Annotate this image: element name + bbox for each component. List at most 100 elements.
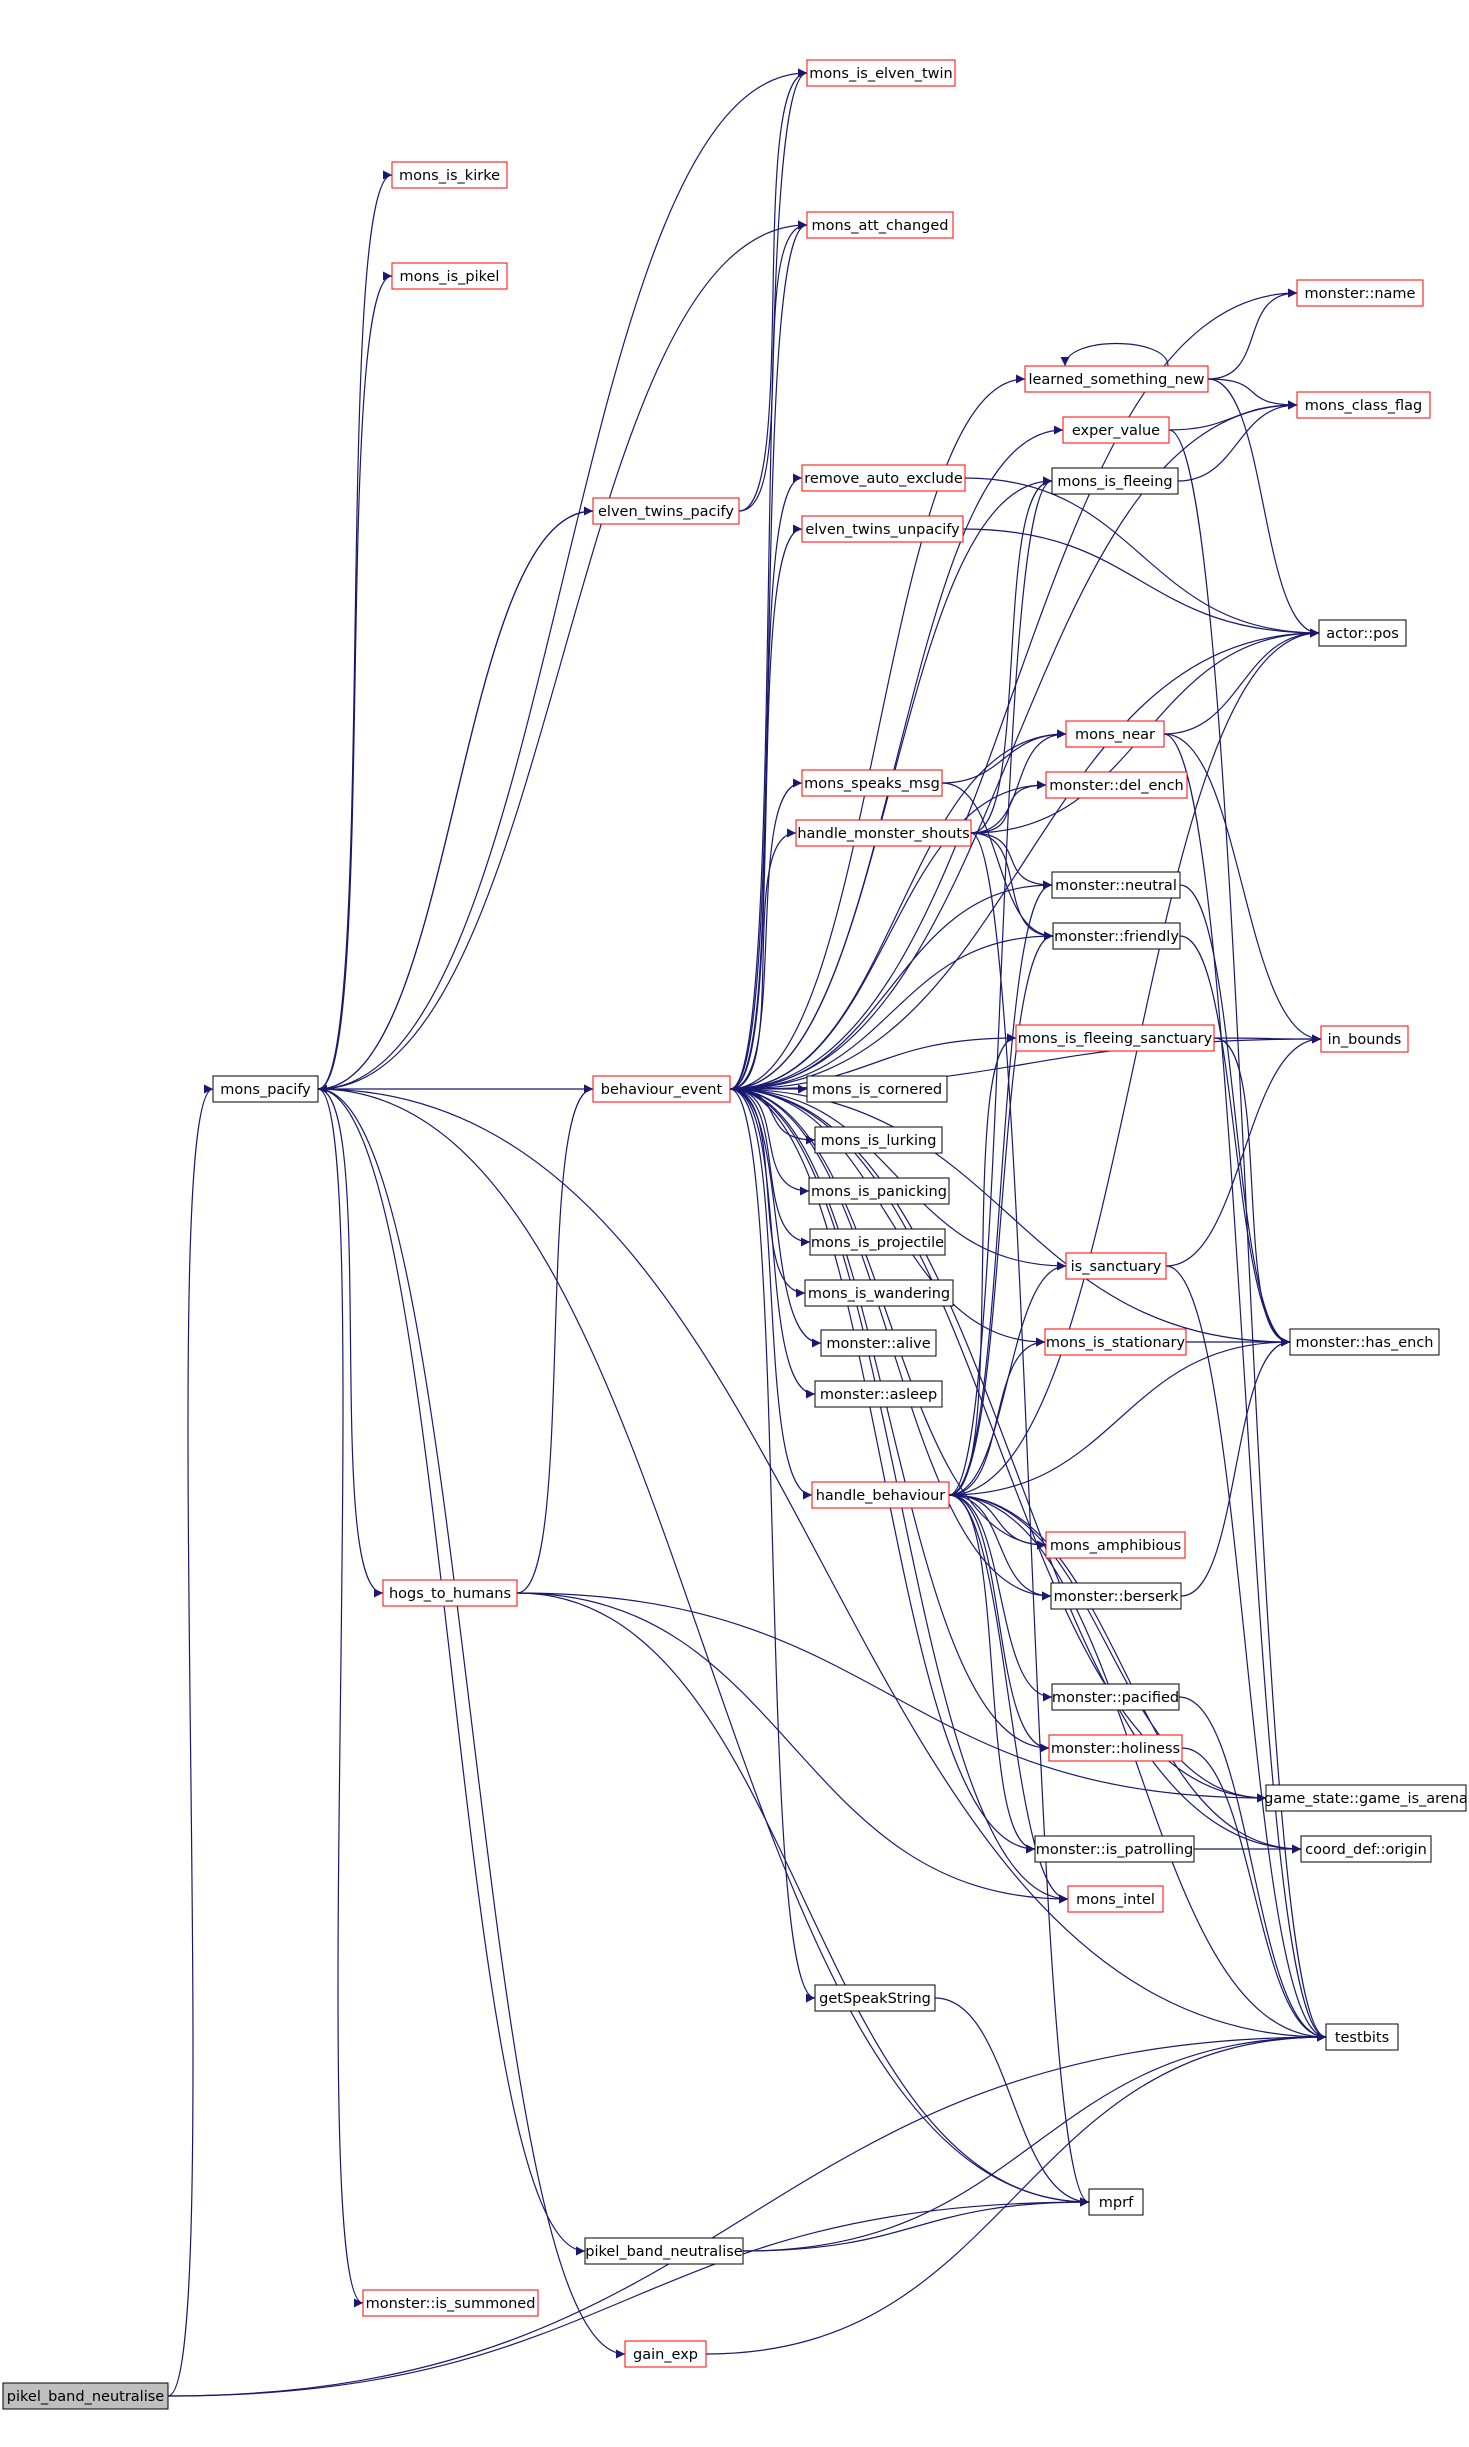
node-testbits: testbits	[1325, 2023, 1399, 2051]
node-mons-is-elven-twin[interactable]: mons_is_elven_twin	[806, 59, 956, 87]
node-label: mons_intel	[1076, 1892, 1155, 1908]
node-monster-pacified: monster::pacified	[1051, 1683, 1180, 1711]
node-box	[1024, 365, 1209, 393]
node-root: pikel_band_neutralise	[2, 2382, 169, 2410]
node-elven-twins-unpacify[interactable]: elven_twins_unpacify	[801, 515, 964, 543]
edge-behaviour-event-to-handle-behaviour	[729, 1088, 813, 1500]
node-label: monster::name	[1305, 286, 1416, 302]
edge-mons-pacify-to-mons-is-pikel	[317, 271, 393, 1090]
node-mons-is-pikel[interactable]: mons_is_pikel	[391, 262, 508, 290]
node-label: elven_twins_pacify	[598, 504, 734, 520]
node-label: monster::berserk	[1054, 1589, 1179, 1605]
edge-root-to-mons-pacify	[167, 1084, 214, 2397]
node-monster-neutral: monster::neutral	[1051, 871, 1181, 899]
edge-mons-pacify-to-mons-is-elven-twin	[317, 68, 808, 1090]
edge-behaviour-event-to-mons-is-projectile	[729, 1088, 811, 1247]
edge-behaviour-event-to-mons-amphibious	[729, 1088, 1047, 1550]
node-box	[808, 1177, 950, 1205]
node-box	[1065, 720, 1165, 748]
node-mons-intel[interactable]: mons_intel	[1067, 1885, 1164, 1913]
node-box	[1320, 1025, 1409, 1053]
node-box	[1067, 1885, 1164, 1913]
node-is-sanctuary[interactable]: is_sanctuary	[1065, 1252, 1167, 1280]
node-mons-near[interactable]: mons_near	[1065, 720, 1165, 748]
node-box	[1062, 416, 1170, 444]
edge-behaviour-event-to-monster-name	[729, 288, 1298, 1090]
edge-mons-pacify-to-pikel-band-neutralise2	[317, 1088, 586, 2256]
node-monster-name[interactable]: monster::name	[1296, 279, 1424, 307]
node-monster-del-ench[interactable]: monster::del_ench	[1045, 771, 1188, 799]
node-label: mons_is_fleeing_sanctuary	[1018, 1031, 1213, 1047]
node-label: behaviour_event	[601, 1082, 723, 1098]
node-mons-att-changed[interactable]: mons_att_changed	[806, 211, 954, 239]
node-label: mons_is_kirke	[399, 168, 500, 184]
node-in-bounds[interactable]: in_bounds	[1320, 1025, 1409, 1053]
edge-mons-is-fleeing-to-mons-class-flag	[1177, 400, 1298, 482]
node-mons-is-stationary[interactable]: mons_is_stationary	[1044, 1328, 1187, 1356]
node-box	[1044, 1328, 1187, 1356]
edge-behaviour-event-to-mons-is-fleeing-sanctuary	[729, 1033, 1017, 1090]
node-box	[1325, 2023, 1399, 2051]
node-box	[801, 769, 943, 797]
edge-learned-something-new-to-actor-pos	[1207, 378, 1320, 638]
node-learned-something-new[interactable]: learned_something_new	[1024, 365, 1209, 393]
node-label: mons_is_projectile	[811, 1235, 944, 1251]
node-monster-friendly: monster::friendly	[1052, 922, 1181, 950]
node-box	[811, 1481, 950, 1509]
node-hogs-to-humans[interactable]: hogs_to_humans	[382, 1579, 518, 1607]
node-label: gain_exp	[633, 2347, 698, 2363]
edge-monster-berserk-to-monster-has-ench	[1180, 1337, 1291, 1597]
node-box	[1048, 1734, 1183, 1762]
node-mons-speaks-msg[interactable]: mons_speaks_msg	[801, 769, 943, 797]
node-mons-is-wandering: mons_is_wandering	[804, 1279, 954, 1307]
node-mons-is-fleeing-sanctuary[interactable]: mons_is_fleeing_sanctuary	[1015, 1024, 1215, 1052]
edge-handle-behaviour-to-mons-is-stationary	[948, 1337, 1046, 1496]
node-label: actor::pos	[1326, 626, 1399, 642]
edge-monster-neutral-to-monster-has-ench	[1179, 884, 1291, 1347]
edge-mons-speaks-msg-to-monster-friendly	[941, 782, 1054, 941]
node-label: mons_is_wandering	[808, 1286, 950, 1302]
edge-learned-something-new-to-monster-name	[1207, 288, 1298, 380]
node-box	[814, 1984, 936, 2012]
node-behaviour-event[interactable]: behaviour_event	[592, 1075, 731, 1103]
node-label: monster::is_patrolling	[1036, 1842, 1193, 1858]
edge-handle-monster-shouts-to-mprf	[970, 832, 1090, 2207]
edge-handle-behaviour-to-monster-friendly	[948, 931, 1054, 1496]
node-box	[1296, 391, 1431, 419]
node-mprf: mprf	[1088, 2188, 1144, 2216]
node-remove-auto-exclude[interactable]: remove_auto_exclude	[801, 464, 966, 492]
node-elven-twins-pacify[interactable]: elven_twins_pacify	[592, 497, 740, 525]
edge-exper-value-to-mons-class-flag	[1168, 400, 1298, 431]
node-box	[362, 2289, 539, 2317]
edge-mons-is-fleeing-sanctuary-to-in-bounds	[1213, 1034, 1322, 1044]
edge-handle-behaviour-to-monster-holiness	[948, 1494, 1050, 1753]
node-box	[1015, 1024, 1215, 1052]
node-actor-pos: actor::pos	[1318, 619, 1407, 647]
node-box	[820, 1329, 937, 1357]
node-box	[212, 1075, 319, 1103]
node-handle-behaviour[interactable]: handle_behaviour	[811, 1481, 950, 1509]
edge-behaviour-event-to-monster-asleep	[729, 1088, 816, 1399]
edge-handle-behaviour-to-monster-pacified	[948, 1494, 1053, 1702]
node-mons-is-kirke[interactable]: mons_is_kirke	[391, 161, 508, 189]
node-gain-exp[interactable]: gain_exp	[624, 2340, 707, 2368]
node-monster-holiness[interactable]: monster::holiness	[1048, 1734, 1183, 1762]
node-monster-is-summoned[interactable]: monster::is_summoned	[362, 2289, 539, 2317]
node-mons-class-flag[interactable]: mons_class_flag	[1296, 391, 1431, 419]
node-label: handle_behaviour	[816, 1488, 946, 1504]
node-box	[801, 515, 964, 543]
node-handle-monster-shouts[interactable]: handle_monster_shouts	[795, 819, 972, 847]
edge-behaviour-event-to-monster-has-ench	[729, 1088, 1291, 1347]
node-exper-value[interactable]: exper_value	[1062, 416, 1170, 444]
node-label: monster::is_summoned	[366, 2296, 536, 2312]
edge-handle-monster-shouts-to-mons-is-fleeing	[970, 476, 1053, 834]
node-label: mons_near	[1075, 727, 1155, 743]
node-box	[1051, 1683, 1180, 1711]
node-game-state-game-is-arena: game_state::game_is_arena	[1264, 1784, 1468, 1812]
node-box	[1296, 279, 1424, 307]
node-box	[2, 2382, 169, 2410]
node-box	[1034, 1835, 1195, 1863]
node-mons-amphibious[interactable]: mons_amphibious	[1045, 1531, 1186, 1559]
edge-handle-behaviour-to-mons-intel	[948, 1494, 1069, 1904]
